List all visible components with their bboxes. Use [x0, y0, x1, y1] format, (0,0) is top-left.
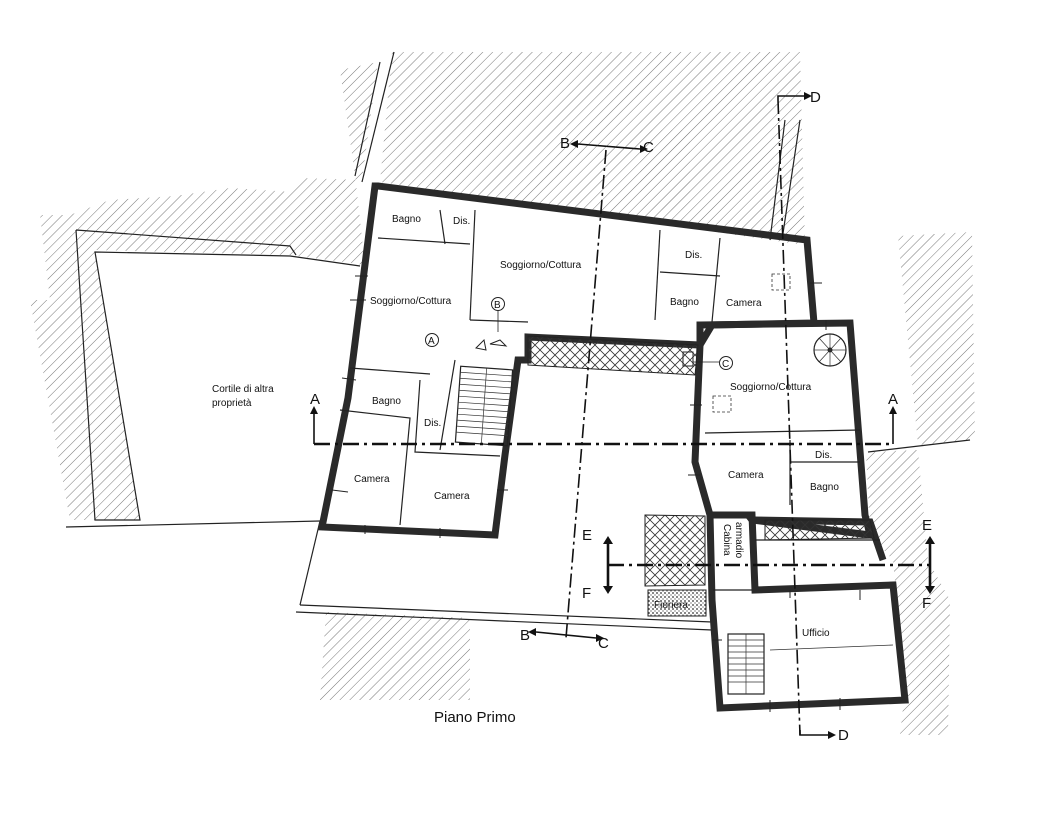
room-camera-ne: Camera [726, 298, 762, 309]
room-dis-e: Dis. [815, 450, 832, 461]
section-f-right: F [922, 595, 931, 612]
section-e-left: E [582, 527, 592, 544]
room-soggiorno-w: Soggiorno/Cottura [370, 296, 452, 307]
marker-c: C [722, 359, 729, 370]
room-soggiorno-n: Soggiorno/Cottura [500, 260, 582, 271]
room-bagno-w: Bagno [372, 396, 401, 407]
neighbor-hatch [30, 52, 975, 735]
stairs-west [454, 365, 514, 447]
section-f-left: F [582, 585, 591, 602]
room-bagno-ne: Bagno [670, 297, 699, 308]
section-a-left: A [310, 391, 320, 408]
courtyard-outline [65, 51, 971, 631]
section-c-top: C [643, 139, 654, 156]
room-dis-w: Dis. [424, 418, 441, 429]
spiral-stair [813, 333, 847, 367]
room-soggiorno-e: Soggiorno/Cottura [730, 382, 812, 393]
room-camera-sw2: Camera [434, 491, 470, 502]
section-e-right: E [922, 517, 932, 534]
marker-a: A [428, 336, 435, 347]
window-marks [331, 275, 861, 712]
section-b-bottom: B [520, 627, 530, 644]
section-b-top: B [560, 135, 570, 152]
room-cabina-line2: armadio [733, 522, 744, 559]
room-bagno-e: Bagno [810, 482, 839, 493]
walkway-hatch [527, 335, 875, 617]
room-dis-nw: Dis. [453, 216, 470, 227]
room-labels: Bagno Dis. Soggiorno/Cottura Dis. Bagno … [212, 214, 839, 639]
room-bagno-nw: Bagno [392, 214, 421, 225]
section-a-right: A [888, 391, 898, 408]
building-walls [317, 182, 909, 712]
section-c-bottom: C [598, 635, 609, 652]
partitions [339, 209, 894, 651]
room-camera-e: Camera [728, 470, 764, 481]
courtyard-label-line2: proprietà [212, 398, 252, 409]
circled-markers: A B C [425, 297, 733, 370]
plan-title: Piano Primo [434, 709, 516, 726]
room-camera-sw1: Camera [354, 474, 390, 485]
stairs-office [727, 633, 765, 695]
section-labels: A A B C B C D D E F E F [310, 89, 932, 744]
fixtures [474, 273, 791, 413]
section-lines [310, 92, 935, 739]
room-dis-ne: Dis. [685, 250, 702, 261]
room-fioriera: Fioriera [654, 600, 688, 611]
courtyard-label-line1: Cortile di altra [212, 384, 274, 395]
room-cabina-line1: Cabina [721, 524, 732, 556]
section-d-bottom: D [838, 727, 849, 744]
room-ufficio: Ufficio [802, 628, 830, 639]
marker-b: B [494, 300, 501, 311]
section-d-top: D [810, 89, 821, 106]
